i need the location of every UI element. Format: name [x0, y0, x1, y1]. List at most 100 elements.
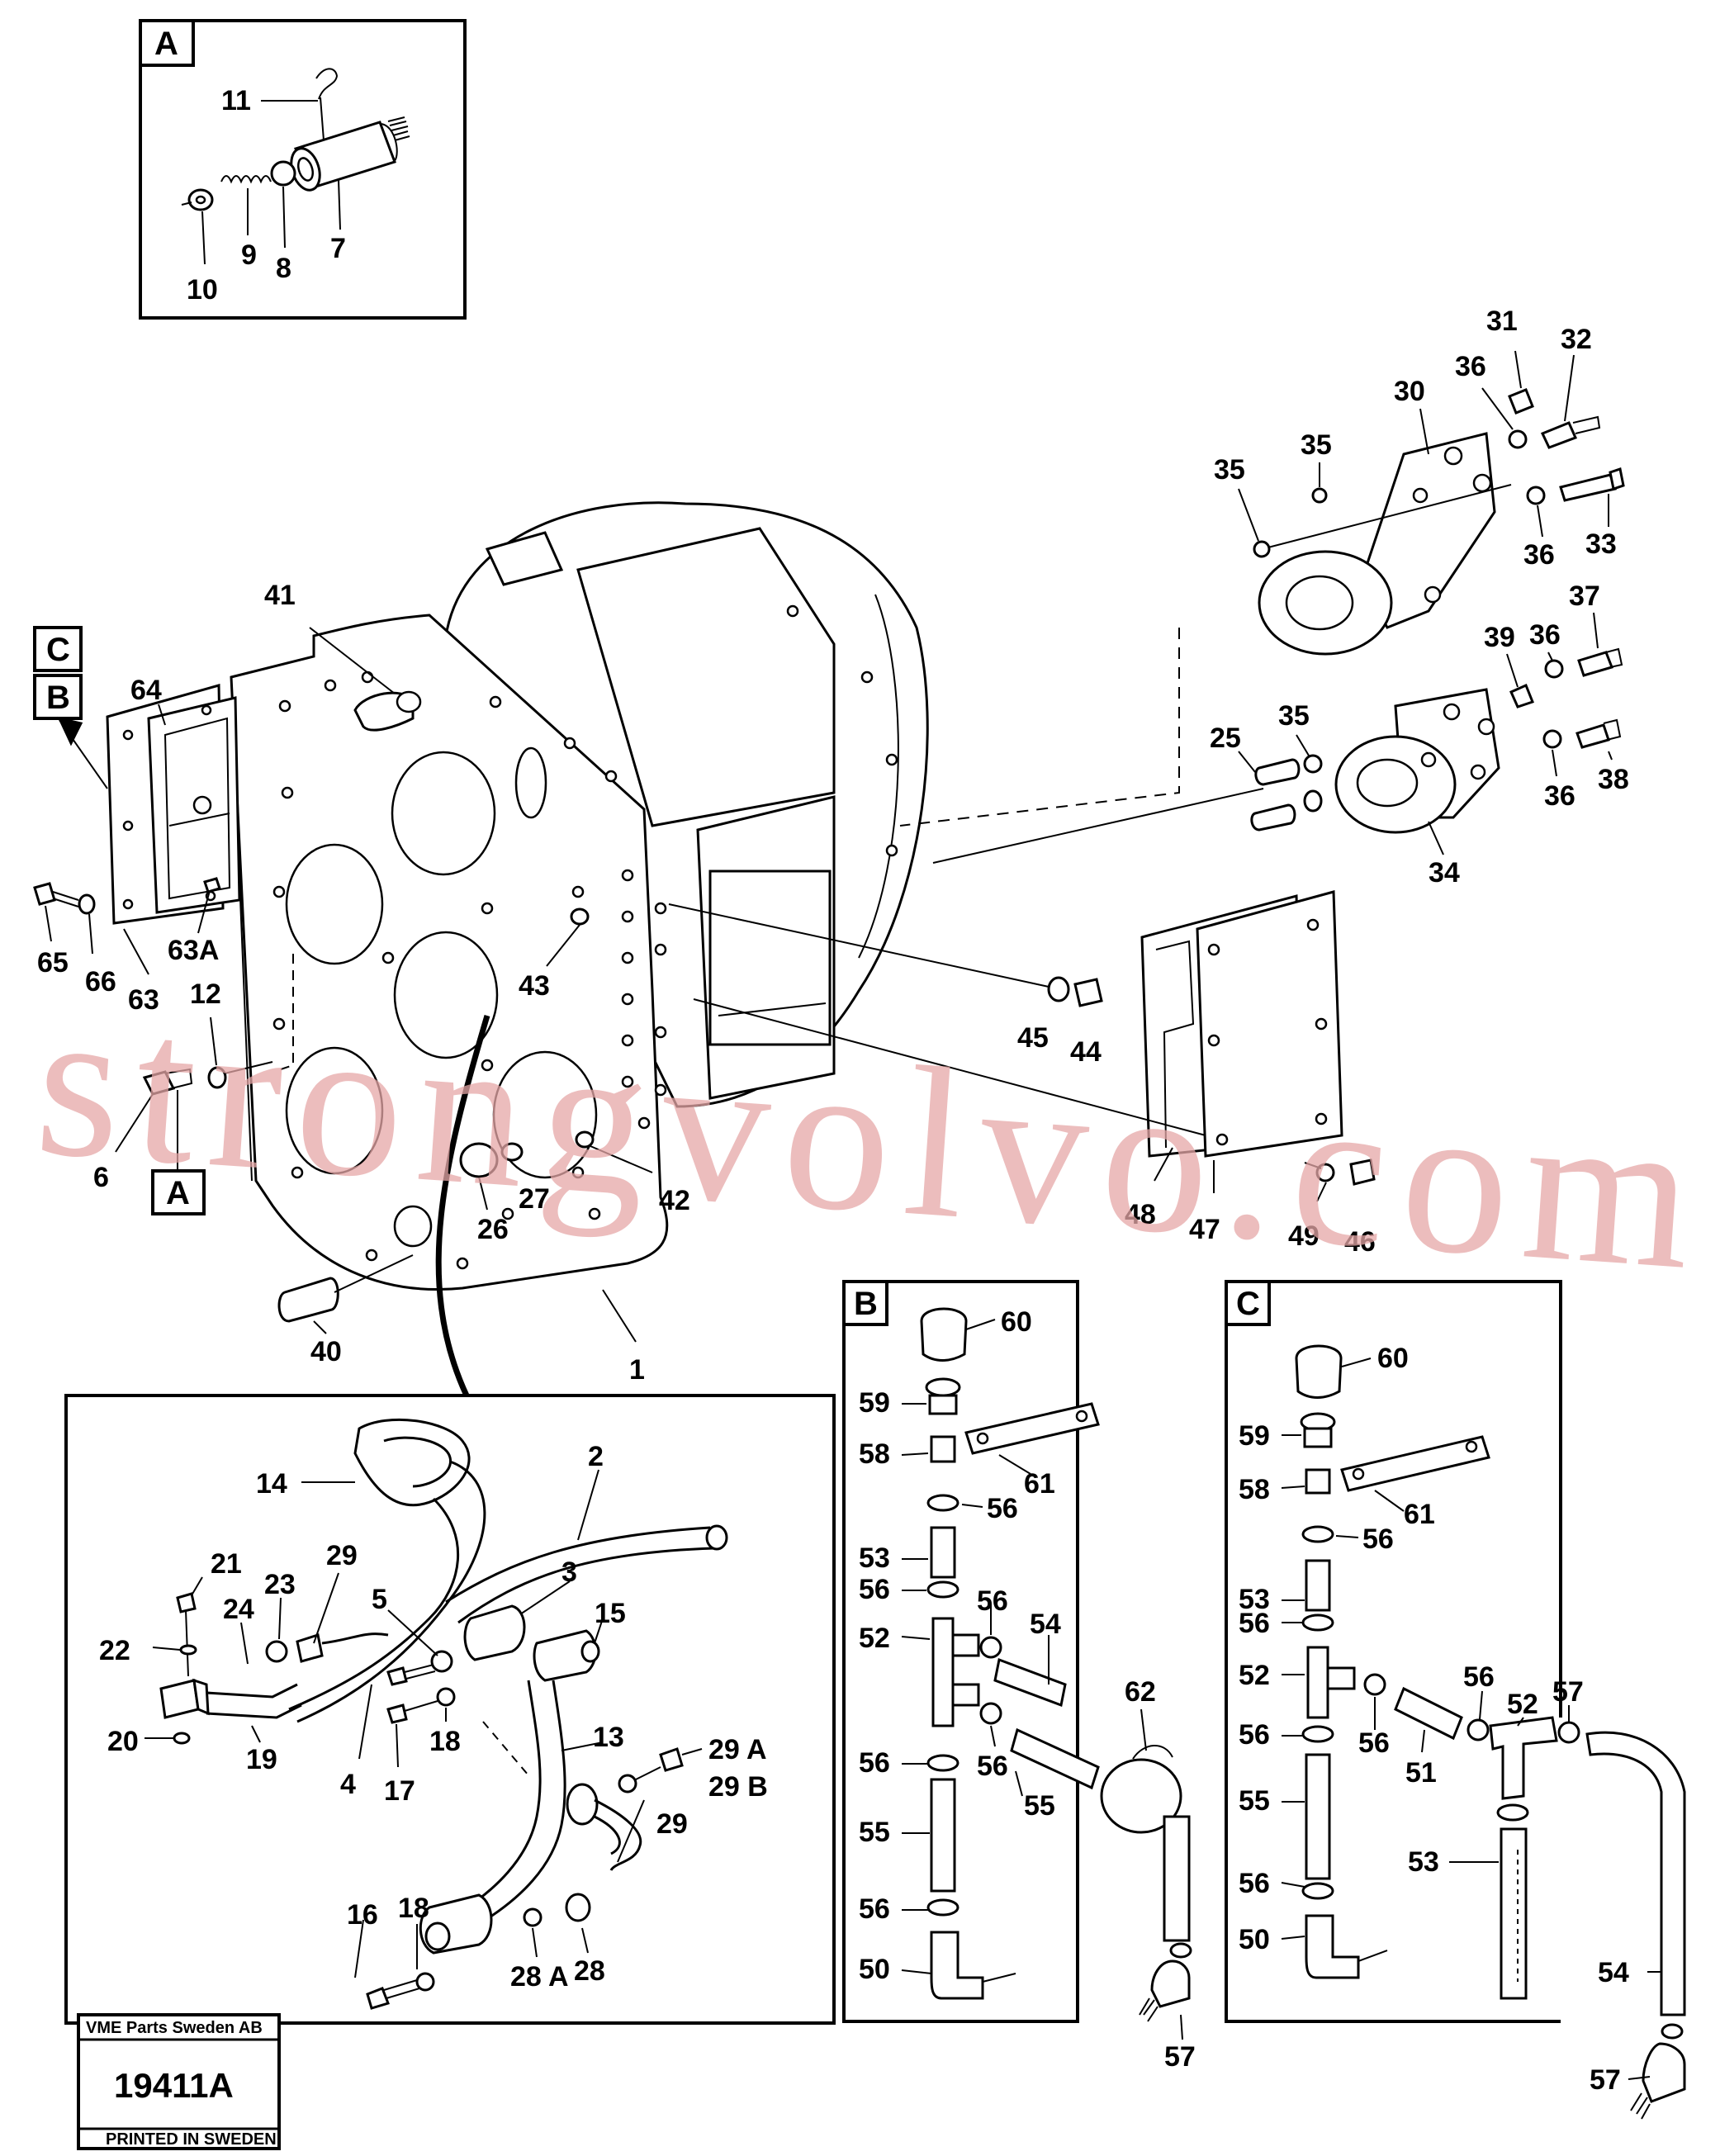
- label-b-55a: 55: [1024, 1790, 1055, 1822]
- pin-25a: [1254, 758, 1301, 786]
- label-64: 64: [130, 675, 162, 706]
- reference-printed: PRINTED IN SWEDEN: [106, 2130, 277, 2149]
- hose-51: [1394, 1686, 1463, 1741]
- inset-c: C: [1225, 1280, 1686, 2120]
- plug-44: [1073, 978, 1103, 1007]
- label-29a: 29: [326, 1540, 358, 1571]
- label-9: 9: [241, 239, 257, 271]
- section-ref-a[interactable]: [151, 1169, 206, 1215]
- bracket-30: [1258, 432, 1496, 656]
- label-22: 22: [99, 1635, 130, 1666]
- inset-b-tag[interactable]: [842, 1280, 888, 1326]
- label-35b: 35: [1214, 454, 1245, 486]
- label-b-54: 54: [1030, 1609, 1061, 1640]
- label-42: 42: [659, 1185, 690, 1216]
- ball-part: [270, 160, 296, 187]
- label-b-56e: 56: [977, 1751, 1008, 1782]
- label-b-61: 61: [1024, 1468, 1055, 1500]
- inset-bottom: 14 2 3 5 15 13 4 17 18 19 20 22 21 23 24…: [64, 1394, 836, 2025]
- label-25: 25: [1210, 723, 1241, 754]
- label-47: 48: [1125, 1199, 1156, 1230]
- label-c-51: 51: [1405, 1757, 1437, 1789]
- pin-25b: [1250, 803, 1296, 832]
- cover-plates-right: [1140, 890, 1343, 1158]
- label-b-52: 52: [859, 1623, 890, 1654]
- label-32: 32: [1561, 324, 1592, 355]
- label-33: 33: [1585, 528, 1617, 560]
- inset-c-tag-label: C: [1236, 1286, 1260, 1322]
- label-c-52a: 52: [1239, 1660, 1270, 1691]
- label-20: 20: [107, 1726, 139, 1757]
- label-2: 2: [588, 1441, 604, 1472]
- bracket-34: [1334, 688, 1500, 834]
- label-19: 19: [246, 1744, 277, 1775]
- label-4: 4: [340, 1769, 356, 1800]
- bore-middle: [393, 931, 499, 1059]
- section-ref-c-label: C: [46, 632, 70, 668]
- section-ref-b-label: B: [46, 680, 70, 716]
- reference-company: VME Parts Sweden AB: [86, 2019, 263, 2037]
- label-15: 15: [595, 1598, 626, 1629]
- inset-c-frame: [1225, 1280, 1562, 2023]
- label-29-a: 29 A: [708, 1734, 767, 1765]
- section-ref-b[interactable]: [33, 674, 83, 720]
- inset-c-tag[interactable]: [1225, 1280, 1271, 1326]
- label-34: 34: [1429, 857, 1460, 888]
- label-37: 37: [1569, 580, 1600, 612]
- inset-b: B: [842, 1280, 1196, 2073]
- label-7: 7: [330, 233, 346, 264]
- plate-61-c: [1340, 1435, 1490, 1492]
- label-27: 27: [519, 1183, 550, 1215]
- hose-55: [1010, 1727, 1100, 1790]
- section-ref-a-label: A: [166, 1175, 190, 1211]
- label-11: 11: [221, 85, 251, 116]
- label-39: 39: [1484, 622, 1515, 653]
- label-18a: 18: [429, 1726, 461, 1757]
- hose-54: [993, 1657, 1067, 1708]
- label-c-56e: 56: [1239, 1868, 1270, 1899]
- label-c-54: 54: [1598, 1957, 1629, 1988]
- label-45: 45: [1017, 1022, 1049, 1054]
- pin-40: [277, 1277, 339, 1323]
- section-ref-c[interactable]: [33, 626, 83, 672]
- label-46: 47: [1189, 1214, 1220, 1245]
- label-c-57: 57: [1590, 2064, 1621, 2096]
- label-c-61: 61: [1404, 1499, 1435, 1530]
- label-48: 46: [1344, 1226, 1376, 1258]
- label-29-b: 29 B: [708, 1771, 768, 1803]
- valve-body-part: [290, 116, 410, 192]
- inset-a-tag-label: A: [154, 26, 178, 62]
- label-b-53: 53: [859, 1542, 890, 1574]
- label-36a: 36: [1455, 351, 1486, 382]
- inset-b-frame: [842, 1280, 1079, 2023]
- split-pin-part: [315, 68, 339, 100]
- label-c-56d: 56: [1239, 1719, 1270, 1751]
- label-43: 43: [519, 970, 550, 1002]
- inset-a-tag[interactable]: [139, 19, 195, 67]
- block-20: [159, 1679, 200, 1719]
- label-b-57: 57: [1164, 2041, 1196, 2073]
- bolt-48: [1349, 1159, 1376, 1186]
- label-6: 6: [93, 1162, 109, 1193]
- label-c-56g: 57: [1552, 1676, 1584, 1708]
- watermark: strongvolvo.com: [30, 962, 1714, 1316]
- flywheel-housing: [230, 501, 929, 1291]
- label-24: 24: [223, 1594, 254, 1625]
- label-c-50: 50: [1239, 1924, 1270, 1955]
- spring-part: [220, 175, 272, 184]
- reference-box: VME Parts Sweden AB 19411A PRINTED IN SW…: [77, 2013, 281, 2150]
- label-c-53b: 53: [1408, 1846, 1439, 1878]
- label-30: 30: [1394, 376, 1425, 407]
- label-23: 23: [264, 1569, 296, 1600]
- fitting-3: [463, 1604, 526, 1661]
- label-c-52b: 52: [1507, 1689, 1538, 1720]
- label-26: 26: [477, 1214, 509, 1245]
- label-b-59: 59: [859, 1387, 890, 1419]
- label-41: 41: [264, 580, 296, 611]
- inset-b-tag-label: B: [854, 1286, 878, 1322]
- label-c-55: 55: [1239, 1785, 1270, 1817]
- label-5: 5: [372, 1584, 387, 1615]
- label-c-56a: 56: [1362, 1523, 1394, 1555]
- label-66: 66: [85, 966, 116, 997]
